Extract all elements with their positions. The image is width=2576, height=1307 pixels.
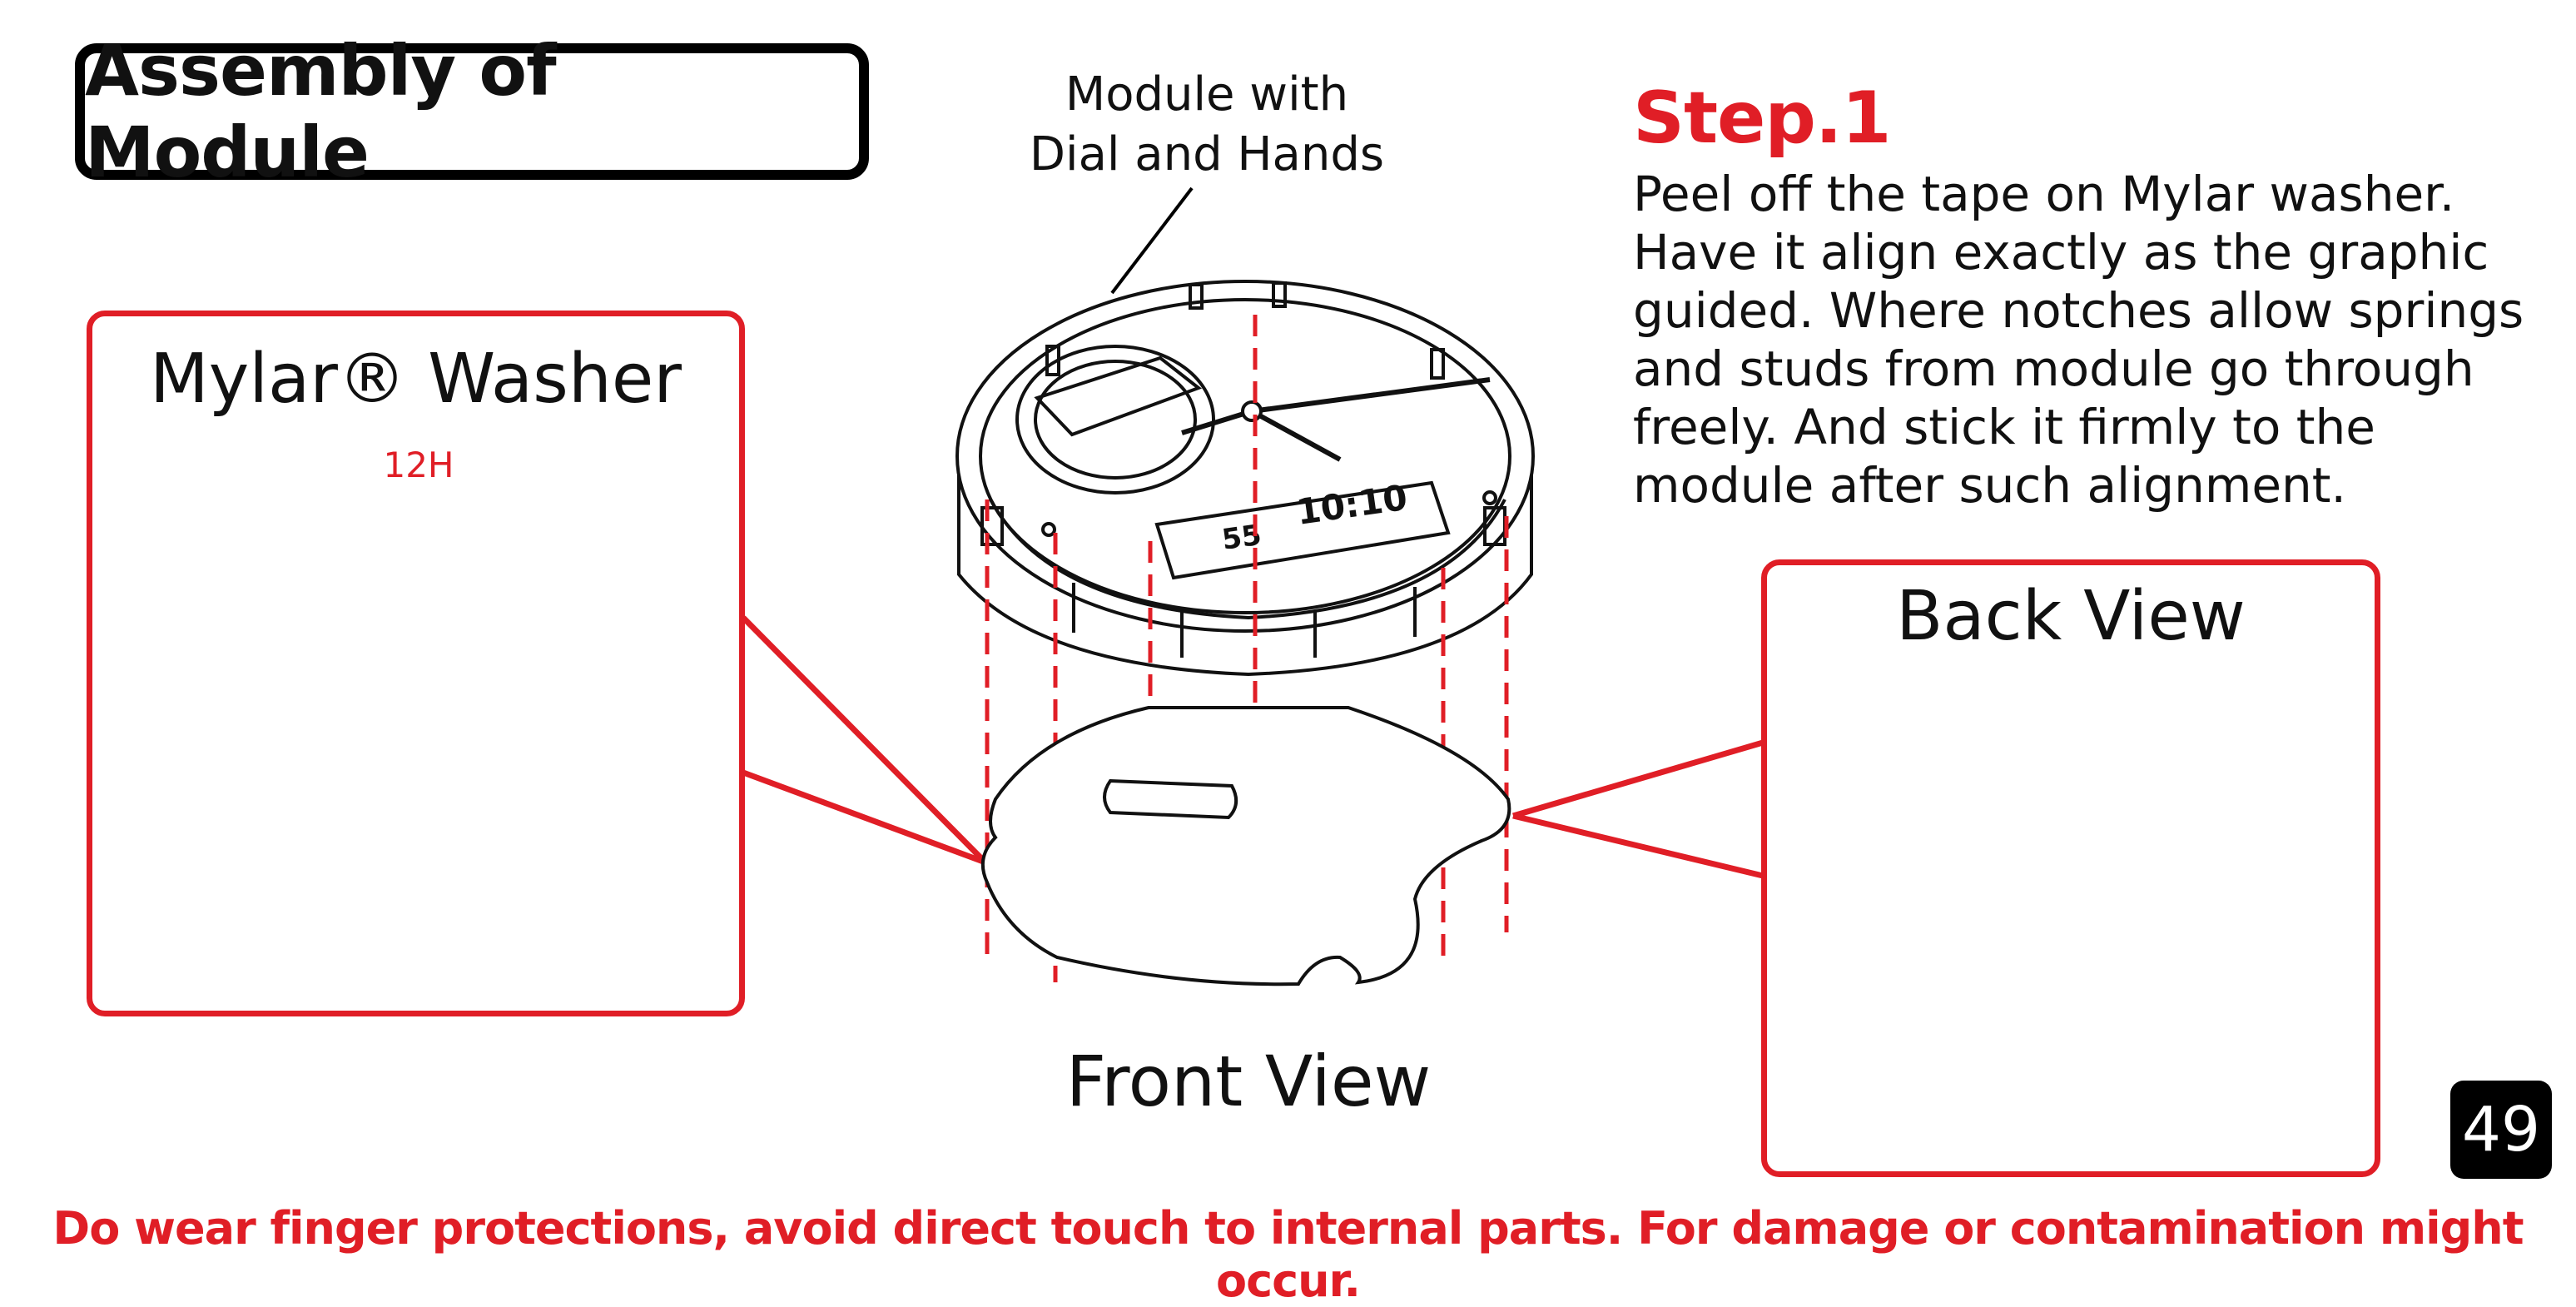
module-front-drawing xyxy=(955,280,1535,677)
callout-leader-line xyxy=(1110,186,1194,295)
mylar-washer-title: Mylar® Washer xyxy=(149,340,682,419)
callout-line-1: Module with xyxy=(1065,67,1349,122)
step-line: Have it align exactly as the graphic xyxy=(1633,224,2489,281)
step-title: Step.1 xyxy=(1633,77,1891,160)
back-view-title: Back View xyxy=(1896,577,2246,656)
page-title: Assembly of Module xyxy=(75,30,869,193)
twelve-hour-marker: 12H xyxy=(383,445,454,485)
safety-warning: Do wear finger protections, avoid direct… xyxy=(52,1202,2524,1307)
module-callout: Module with Dial and Hands xyxy=(1007,65,1407,185)
washer-front-view xyxy=(980,706,1511,986)
connector-line-left-top xyxy=(741,615,988,865)
step-line: guided. Where notches allow springs xyxy=(1633,282,2524,339)
connector-line-right-bottom xyxy=(1512,813,1764,879)
page-number-badge: 49 xyxy=(2450,1081,2552,1179)
step-line: and studs from module go through xyxy=(1633,340,2474,397)
connector-line-right-top xyxy=(1512,739,1764,819)
step-instructions: Peel off the tape on Mylar washer. Have … xyxy=(1633,165,2557,514)
back-view-panel: Back View xyxy=(1761,559,2380,1177)
step-line: Peel off the tape on Mylar washer. xyxy=(1633,166,2455,222)
mylar-washer-panel: Mylar® Washer 12H xyxy=(87,311,745,1016)
instruction-page: 10:10 55 xyxy=(52,30,2557,1307)
step-line: freely. And stick it firmly to the xyxy=(1633,399,2375,455)
callout-line-2: Dial and Hands xyxy=(1029,127,1385,181)
step-line: module after such alignment. xyxy=(1633,457,2346,514)
connector-line-left-bottom xyxy=(742,769,987,866)
front-view-label: Front View xyxy=(1065,1041,1432,1122)
